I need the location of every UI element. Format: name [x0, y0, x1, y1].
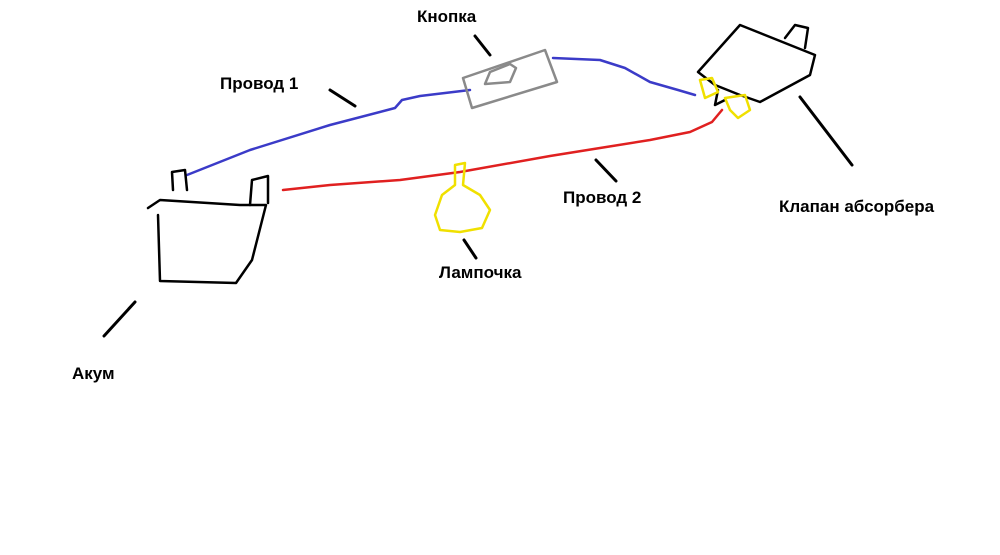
wire1-pointer — [328, 88, 357, 108]
button-label: Кнопка — [417, 7, 477, 26]
lamp-label: Лампочка — [439, 263, 522, 282]
valve-pointer — [798, 95, 854, 167]
valve-label: Клапан абсорбера — [779, 197, 935, 216]
wire2-label: Провод 2 — [563, 188, 642, 207]
wire1-label: Провод 1 — [220, 74, 299, 93]
valve-contacts — [698, 76, 752, 120]
button-switch — [461, 48, 559, 110]
lamp-bulb — [433, 161, 492, 234]
battery-pointer — [102, 300, 137, 338]
lamp-pointer — [462, 238, 478, 260]
pointer-lines — [102, 34, 854, 338]
absorber-valve — [696, 23, 817, 107]
wire2-pointer — [594, 158, 618, 183]
wire-1 — [185, 56, 697, 177]
battery — [146, 168, 270, 285]
button-pointer — [473, 34, 492, 57]
wire-2 — [281, 108, 724, 192]
battery-label: Акум — [72, 364, 115, 383]
